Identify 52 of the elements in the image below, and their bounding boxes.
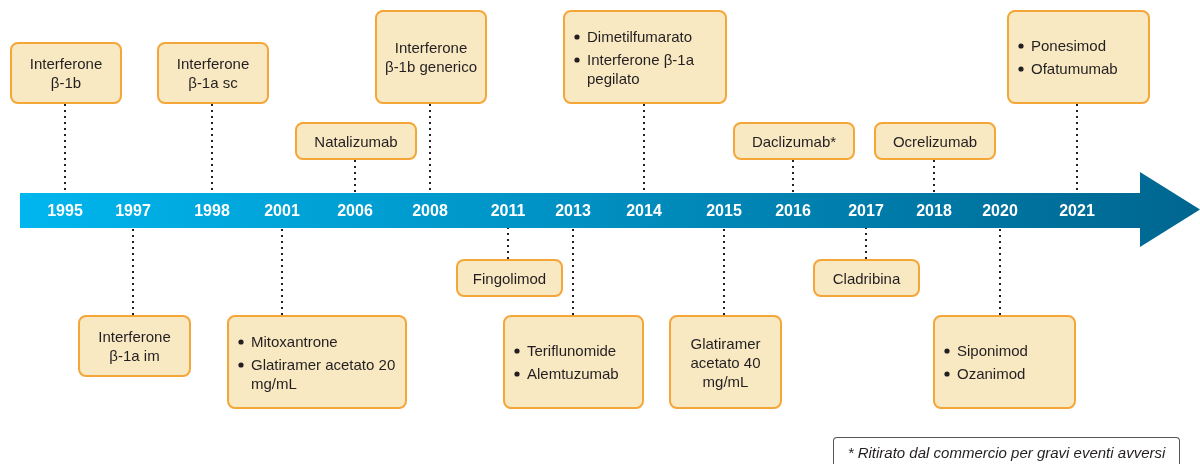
list-item: Dimetilfumarato [587,27,693,45]
drug-box: Cladribina [813,259,920,297]
leader-line [723,227,725,316]
year-label: 2016 [765,193,821,228]
year-label: 2015 [696,193,752,228]
year-label: 2020 [972,193,1028,228]
list-item: Ofatumumab [1031,60,1118,77]
list-item: Siponimod [957,342,1028,359]
year-label: 1995 [37,193,93,228]
year-label: 2018 [906,193,962,228]
drug-box: Glatiramer acetato 40 mg/mL [669,315,782,409]
drug-box [563,10,727,104]
leader-line [281,227,283,316]
drug-box: Interferone β-1b [10,42,122,104]
year-label: 2017 [838,193,894,228]
drug-box: Fingolimod [456,259,563,297]
footnote-box: * Ritirato dal commercio per gravi eventi avversi [833,437,1180,464]
year-label: 2014 [616,193,672,228]
list-item: Teriflunomide [527,342,617,359]
drug-box: Interferone β-1a sc [157,42,269,104]
drug-box: Daclizumab* [733,122,855,160]
list-item: Interferone β-1a pegilato [587,50,695,87]
leader-line [572,227,574,316]
year-label: 2001 [254,193,310,228]
year-label: 2008 [402,193,458,228]
list-item: Alemtuzumab [527,365,619,382]
timeline-arrow [20,172,1200,247]
drug-box: Natalizumab [295,122,417,160]
list-item: Ponesimod [1031,37,1107,54]
year-label: 2011 [480,193,536,228]
list-item: Glatiramer acetato 20 mg/mL [251,355,396,392]
drug-box [503,315,644,409]
drug-box: Interferone β-1b generico [375,10,487,104]
drug-box [227,315,407,409]
drug-box [1007,10,1150,104]
drug-box: Ocrelizumab [874,122,996,160]
leader-line [999,227,1001,316]
drug-box: Interferone β-1a im [78,315,191,377]
leader-line [933,159,935,194]
drug-box [933,315,1076,409]
leader-line [507,227,509,260]
leader-line [132,227,134,316]
leader-line [792,159,794,194]
year-label: 2021 [1049,193,1105,228]
year-label: 1997 [105,193,161,228]
leader-line [354,159,356,194]
list-item: Mitoxantrone [251,332,338,350]
list-item: Ozanimod [957,365,1026,382]
year-label: 2013 [545,193,601,228]
year-label: 1998 [184,193,240,228]
year-label: 2006 [327,193,383,228]
leader-line [865,227,867,260]
